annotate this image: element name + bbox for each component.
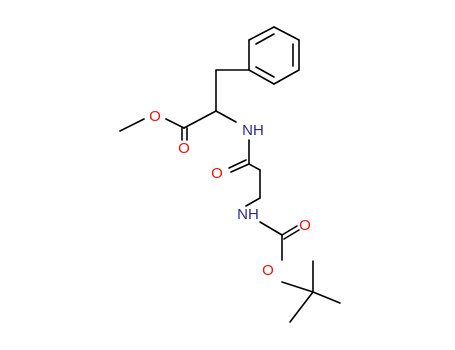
alpha-to-ester-bond: [183, 110, 217, 129]
ch2-to-nh-bond: [245, 197, 261, 207]
ring-bond: [273, 69, 300, 85]
ring-double-bond: [255, 66, 275, 78]
ring-bond: [248, 69, 275, 85]
amide-carbonyl-bond: [230, 163, 250, 173]
amide-carbonyl-oxygen-label: O: [211, 165, 223, 182]
amide-nh-label: NH: [242, 122, 264, 139]
tbu-methyl-bond: [289, 291, 314, 323]
amide-to-ch2-bond: [248, 163, 261, 171]
bonds: [119, 26, 341, 323]
tbu-methyl-bond: [312, 291, 341, 304]
amide-carbonyl-bond: [228, 159, 247, 169]
ring-double-bond: [255, 33, 275, 45]
alpha-to-nh-bond: [215, 110, 237, 123]
o-to-tbu-bond: [281, 281, 314, 293]
ring-bond: [273, 26, 300, 41]
ester-carbonyl-oxygen-label: O: [178, 140, 190, 157]
methoxy-oxygen-label: O: [149, 108, 161, 125]
atom-labels: O O NH O NH O O: [149, 108, 311, 279]
ring-bond: [248, 26, 275, 41]
carbamate-carbonyl-bond: [283, 229, 300, 240]
carbamate-carbonyl-bond: [281, 225, 298, 236]
nh-to-carbamate-c-bond: [259, 221, 283, 236]
carbamate-carbonyl-oxygen-label: O: [299, 217, 311, 234]
carbamate-ether-oxygen-label: O: [262, 262, 274, 279]
carbamate-nh-label: NH: [237, 206, 259, 223]
o-methyl-bond: [119, 118, 145, 132]
ester-c-o-bond: [165, 118, 185, 129]
